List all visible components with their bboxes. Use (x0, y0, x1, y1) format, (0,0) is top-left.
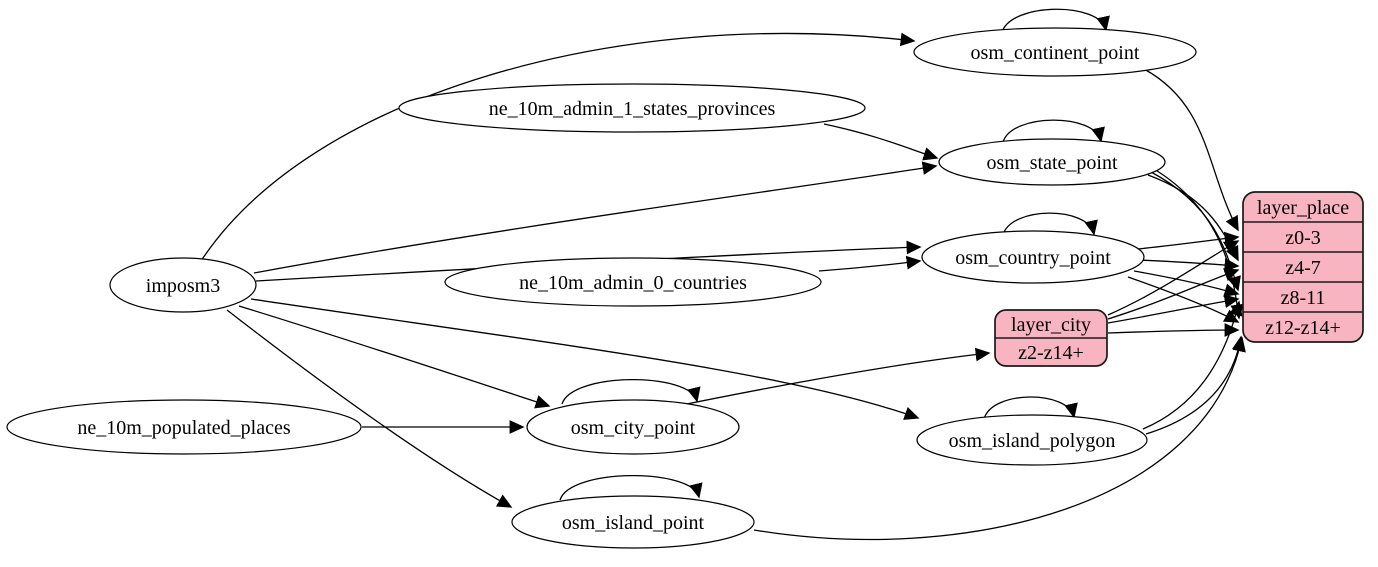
record-layer_place-row-z12-z14: z12-z14+ (1265, 317, 1341, 339)
node-osm_state_point-shape (938, 138, 1166, 186)
edge-osm_city_point-layer_city-z2-z14 (671, 347, 991, 408)
edge-osm_island_polygon-layer_place-z8-11 (1142, 300, 1243, 430)
edge-ne_10m_admin_0_countries-osm_country_point (818, 255, 922, 272)
record-layer_city-row-z2-z14: z2-z14+ (1018, 342, 1084, 364)
edge-osm_island_point-layer_place-z12-z14 (753, 336, 1246, 541)
node-ne_10m_admin_1_states_provinces: ne_10m_admin_1_states_provinces (398, 83, 866, 133)
node-osm_country_point: osm_country_point (921, 230, 1145, 284)
edges-group (200, 8, 1246, 541)
selfloop-osm_state_point (1002, 119, 1105, 143)
node-imposm3: imposm3 (109, 257, 257, 313)
record-layer_place-row-z4-7: z4-7 (1285, 257, 1321, 279)
node-osm_city_point: osm_city_point (526, 399, 740, 455)
node-imposm3-label: imposm3 (146, 275, 220, 297)
edge-layer_city-layer_place-z4-7 (1107, 268, 1240, 320)
node-osm_island_point-label: osm_island_point (562, 512, 705, 534)
node-osm_city_point-label: osm_city_point (571, 417, 696, 439)
edge-osm_state_point-layer_place-z8-11 (1150, 171, 1241, 292)
record-layer_place-shape (1242, 191, 1364, 343)
edge-imposm3-osm_continent_point (200, 32, 916, 262)
edge-layer_city-layer_place-z0-3 (1107, 240, 1240, 316)
node-osm_island_point-shape (511, 495, 755, 549)
record-layer_city-title: layer_city (1011, 314, 1091, 336)
edge-imposm3-osm_island_polygon (250, 298, 920, 420)
selfloop-osm_island_point (559, 474, 703, 501)
edge-osm_country_point-layer_place-z8-11 (1133, 270, 1240, 297)
node-osm_country_point-label: osm_country_point (955, 247, 1111, 269)
node-osm_country_point-shape (921, 230, 1145, 284)
edge-osm_state_point-layer_place-z4-7 (1147, 174, 1239, 262)
edge-layer_city-layer_place-z12-z14 (1107, 323, 1240, 337)
node-osm_state_point: osm_state_point (938, 138, 1166, 186)
record-layer_place-title: layer_place (1257, 197, 1349, 219)
node-osm_state_point-label: osm_state_point (986, 152, 1118, 174)
node-ne_10m_admin_1_states_provinces-shape (398, 83, 866, 133)
node-osm_continent_point-label: osm_continent_point (971, 42, 1140, 64)
selfloop-osm_continent_point (1001, 8, 1110, 33)
node-ne_10m_populated_places-shape (6, 399, 362, 455)
edge-osm_country_point-layer_place-z12-z14 (1127, 276, 1240, 323)
edge-ne_10m_admin_1_states_provinces-osm_state_point (823, 123, 939, 161)
selfloop-osm_country_point (1002, 212, 1098, 236)
node-ne_10m_populated_places-label: ne_10m_populated_places (77, 417, 290, 439)
node-ne_10m_admin_0_countries-label: ne_10m_admin_0_countries (519, 272, 747, 294)
node-osm_continent_point: osm_continent_point (913, 27, 1197, 77)
edge-osm_country_point-layer_place-z0-3 (1137, 231, 1240, 250)
edge-imposm3-osm_island_point (226, 309, 513, 508)
selfloop-osm_island_polygon (983, 396, 1078, 420)
edge-osm_continent_point-layer_place-z0-3 (1143, 68, 1239, 232)
selfloop-osm_city_point (561, 378, 701, 405)
edge-osm_country_point-layer_place-z4-7 (1138, 258, 1240, 272)
edge-imposm3-osm_city_point (238, 305, 551, 409)
node-ne_10m_admin_1_states_provinces-label: ne_10m_admin_1_states_provinces (489, 98, 776, 120)
node-osm_island_polygon-label: osm_island_polygon (949, 430, 1116, 452)
node-osm_city_point-shape (526, 399, 740, 455)
node-imposm3-shape (109, 257, 257, 313)
node-ne_10m_populated_places: ne_10m_populated_places (6, 399, 362, 455)
node-ne_10m_admin_0_countries: ne_10m_admin_0_countries (444, 257, 822, 307)
record-layer_city: layer_city z2-z14+ (994, 309, 1108, 367)
edge-imposm3-osm_state_point (253, 161, 938, 274)
edge-osm_island_polygon-layer_place-z12-z14 (1145, 335, 1246, 435)
edge-layer_city-layer_place-z8-11 (1107, 294, 1240, 324)
node-osm_island_polygon: osm_island_polygon (916, 414, 1148, 466)
node-ne_10m_admin_0_countries-shape (444, 257, 822, 307)
record-layer_place-row-z0-3: z0-3 (1285, 227, 1321, 249)
node-osm_continent_point-shape (913, 27, 1197, 77)
node-osm_island_point: osm_island_point (511, 495, 755, 549)
edge-osm_state_point-layer_place-z12-z14 (1153, 168, 1244, 320)
node-osm_island_polygon-shape (916, 414, 1148, 466)
record-layer_place-row-z8-11: z8-11 (1281, 287, 1326, 309)
record-layer_place: layer_place z0-3 z4-7 z8-11 z12-z14+ (1242, 191, 1364, 343)
